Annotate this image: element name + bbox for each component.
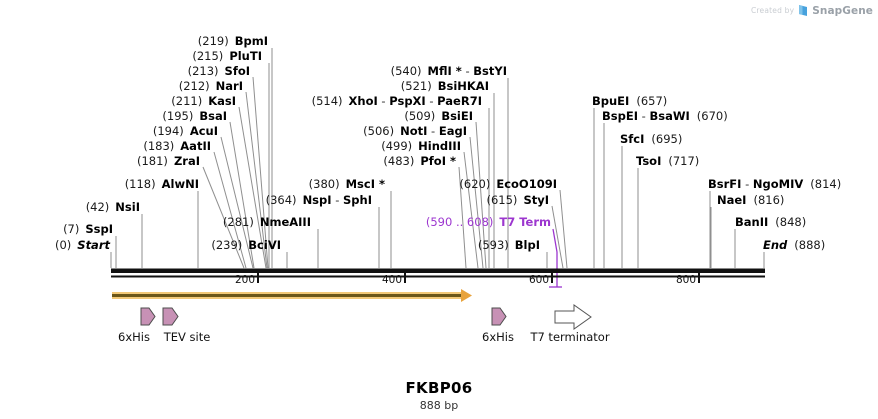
site-label-bcivi: (239)BciVI bbox=[211, 238, 281, 252]
site-label-styi: (615)StyI bbox=[486, 193, 550, 207]
site-leader-bsiei bbox=[475, 121, 487, 269]
ruler-number-800: 800 bbox=[675, 274, 696, 286]
feature-label-t7-terminator: T7 terminator bbox=[530, 330, 610, 344]
site-label-acui: (194)AcuI bbox=[152, 124, 218, 138]
orf-arrowhead bbox=[461, 289, 472, 302]
ruler-tick-200 bbox=[257, 273, 259, 283]
site-label-pluti: (215)PluTI bbox=[192, 49, 262, 63]
site-label-naei: NaeI(816) bbox=[717, 193, 785, 207]
site-label-kasi: (211)KasI bbox=[171, 94, 236, 108]
snapgene-watermark: Created by SnapGene bbox=[751, 4, 873, 17]
site-leader-styi bbox=[551, 205, 564, 269]
site-label-sfoi: (213)SfoI bbox=[187, 64, 250, 78]
t7-term-region-leader bbox=[552, 228, 558, 287]
site-leader-hindiii bbox=[463, 151, 479, 269]
site-label-msci: (380)MscI * bbox=[308, 177, 385, 191]
site-label-alwni: (118)AlwNI bbox=[124, 177, 199, 191]
feature-arrow-tev-site bbox=[162, 307, 179, 326]
site-label-end: End(888) bbox=[763, 238, 826, 252]
site-label-bsiei: (509)BsiEI bbox=[404, 109, 473, 123]
site-label-nari: (212)NarI bbox=[178, 79, 243, 93]
site-leader-nari bbox=[245, 91, 268, 269]
orf-arrow-body bbox=[112, 297, 461, 299]
site-label-bpuei: BpuEI(657) bbox=[592, 94, 668, 108]
sequence-length: 888 bp bbox=[419, 399, 459, 412]
orf-arrow-core bbox=[112, 294, 461, 297]
site-leader-zrai bbox=[202, 166, 245, 269]
site-label-pfoi: (483)PfoI * bbox=[383, 154, 456, 168]
site-leader-bsai bbox=[229, 121, 255, 269]
site-label-aatii: (183)AatII bbox=[143, 139, 211, 153]
site-label-banii: BanII(848) bbox=[735, 215, 807, 229]
site-label-noti-eagi: (506)NotI - EagI bbox=[363, 124, 467, 138]
site-label-sfci: SfcI(695) bbox=[620, 132, 683, 146]
site-leader-acui bbox=[220, 136, 254, 269]
site-label-bsai: (195)BsaI bbox=[162, 109, 227, 123]
feature-arrow-6xhis bbox=[140, 307, 156, 326]
site-label-nmeaiii: (281)NmeAIII bbox=[222, 215, 311, 229]
site-leader-aatii bbox=[213, 151, 247, 269]
feature-label-6xhis: 6xHis bbox=[482, 330, 514, 344]
ruler-tick-800 bbox=[698, 273, 700, 283]
orf-arrow-body bbox=[112, 292, 461, 294]
ruler-number-600: 600 bbox=[528, 274, 549, 286]
created-by-text: Created by bbox=[750, 6, 795, 15]
site-leader-pfoi bbox=[458, 166, 467, 269]
site-label-t7-term: (590 .. 608)T7 Term bbox=[425, 215, 551, 229]
site-label-hindiii: (499)HindIII bbox=[381, 139, 461, 153]
site-label-bpmi: (219)BpmI bbox=[197, 34, 268, 48]
site-leader-sfoi bbox=[252, 76, 269, 269]
site-leader-noti-eagi bbox=[469, 136, 484, 269]
ruler-number-400: 400 bbox=[381, 274, 402, 286]
feature-label-6xhis: 6xHis bbox=[118, 330, 150, 344]
sequence-line-bottom-strand bbox=[111, 275, 765, 278]
site-label-bspei-bsawi: BspEI - BsaWI(670) bbox=[602, 109, 728, 123]
feature-arrow-6xhis bbox=[491, 307, 507, 326]
site-label-start: (0)Start bbox=[54, 238, 110, 252]
sequence-line-top-strand bbox=[111, 268, 765, 273]
ruler-tick-600 bbox=[551, 273, 553, 283]
feature-arrow-t7-terminator bbox=[554, 304, 592, 330]
sequence-title: FKBP06 bbox=[405, 379, 473, 397]
site-label-ecoo109i: (620)EcoO109I bbox=[459, 177, 557, 191]
site-leader-ecoo109i bbox=[559, 189, 568, 269]
title-block: FKBP06 888 bp bbox=[0, 379, 878, 412]
site-label-tsoi: TsoI(717) bbox=[636, 154, 700, 168]
snapgene-logo-icon bbox=[798, 4, 808, 17]
snapgene-brand-text: SnapGene bbox=[812, 4, 873, 17]
ruler-number-200: 200 bbox=[234, 274, 255, 286]
site-label-zrai: (181)ZraI bbox=[137, 154, 200, 168]
site-label-sspi: (7)SspI bbox=[63, 222, 113, 236]
site-leader-kasi bbox=[238, 106, 267, 269]
site-label-blpi: (593)BlpI bbox=[477, 238, 540, 252]
site-label-mfli-bstyi: (540)MflI * - BstYI bbox=[390, 64, 507, 78]
ruler-tick-400 bbox=[404, 273, 406, 283]
site-label-bsrfi-ngomiv: BsrFI - NgoMIV(814) bbox=[708, 177, 842, 191]
feature-label-tev-site: TEV site bbox=[163, 330, 211, 344]
site-label-nsii: (42)NsiI bbox=[85, 200, 140, 214]
site-label-bsihkai: (521)BsiHKAI bbox=[400, 79, 489, 93]
site-label-nspi-sphi: (364)NspI - SphI bbox=[265, 193, 372, 207]
site-label-xhoi-pspxi-paer7i: (514)XhoI - PspXI - PaeR7I bbox=[311, 94, 482, 108]
